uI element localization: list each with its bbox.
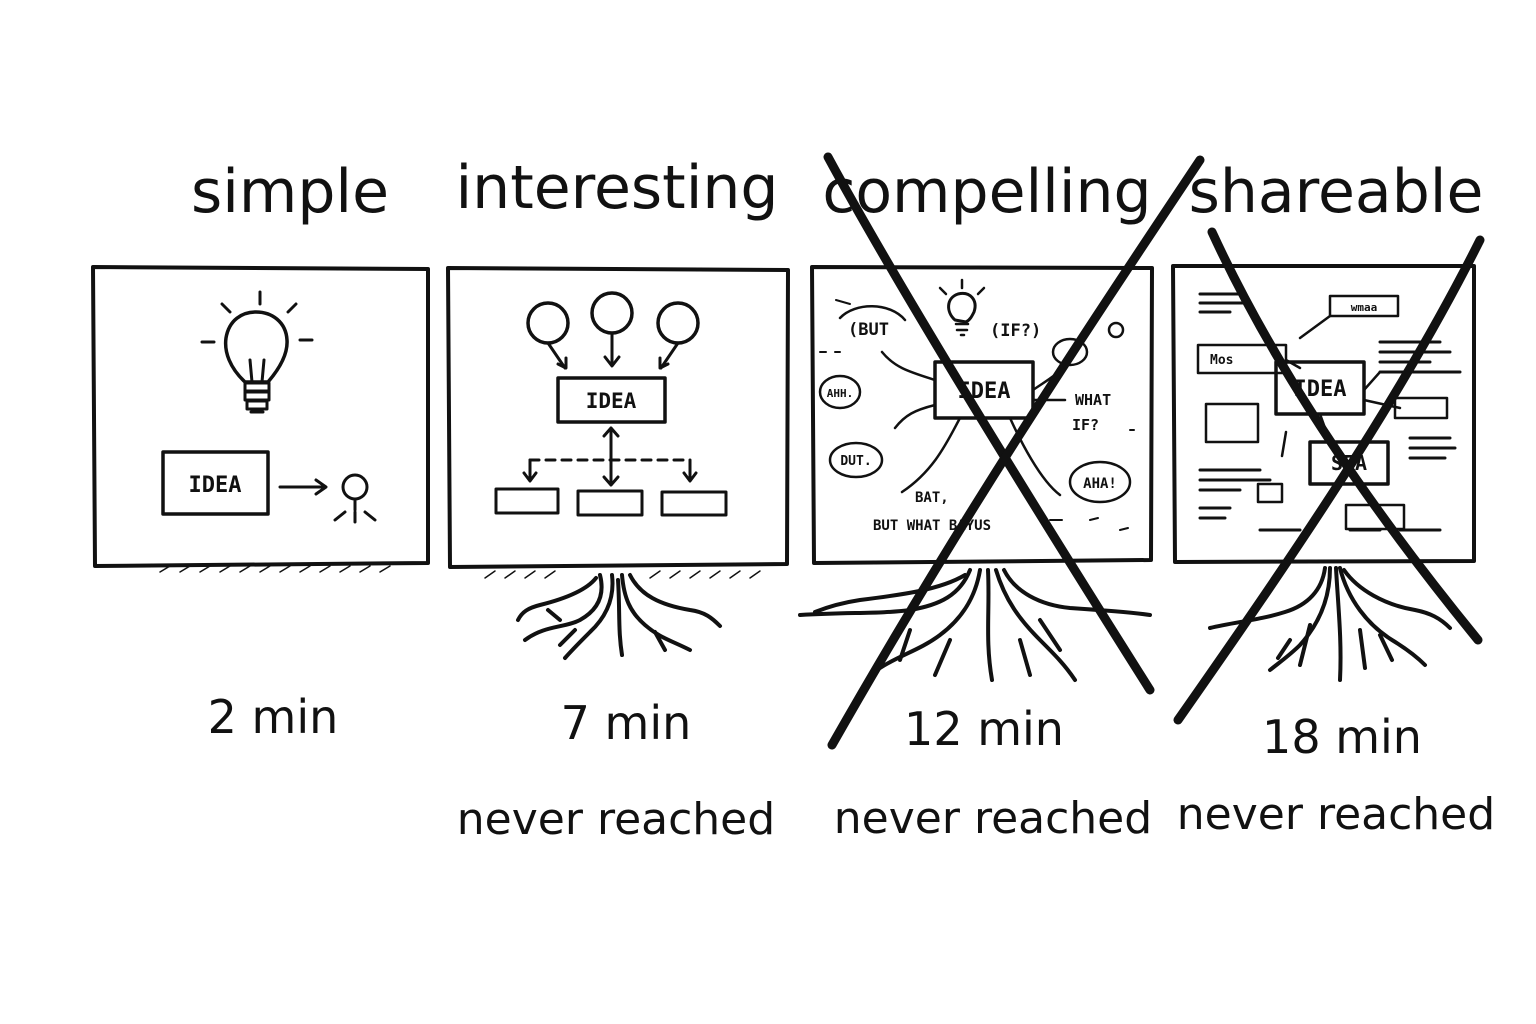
label-bat: BAT, <box>915 490 949 506</box>
roots-compelling <box>798 568 1152 682</box>
arrow-right-icon <box>278 478 328 496</box>
note-box <box>1256 482 1284 504</box>
input-circles <box>526 291 700 370</box>
panel-frame <box>810 265 1154 565</box>
child-box <box>494 487 560 515</box>
label-what: WHAT <box>1075 391 1111 409</box>
thought-bubbles: (BUT (IF?) AHH. DUT. AHA! WHAT IF? BAT, … <box>818 299 1135 534</box>
roots-shareable <box>1208 566 1452 682</box>
sub-box <box>1308 440 1390 486</box>
tag-label: wmaa <box>1351 301 1378 314</box>
idea-label: IDEA <box>586 389 637 413</box>
tag-label: Mos <box>1210 353 1233 368</box>
bubble-but: (BUT <box>848 320 889 340</box>
panel-frame <box>1171 264 1476 564</box>
panel-interesting: IDEA <box>446 266 790 579</box>
audience-icon <box>333 473 377 524</box>
panel-compelling: IDEA (BUT (IF?) AHH. DUT. AHA! WHAT IF? … <box>810 265 1154 565</box>
double-arrow-icon <box>602 426 620 487</box>
lightbulb-icon <box>938 278 986 337</box>
child-box <box>660 490 728 517</box>
child-box <box>576 489 644 517</box>
duration-shareable: 18 min <box>1262 710 1422 764</box>
note-compelling: never reached <box>834 793 1152 844</box>
idea-label: IDEA <box>189 473 242 498</box>
panel-frame <box>446 266 790 569</box>
tag-box <box>1328 294 1400 318</box>
label-if: IF? <box>1072 416 1099 434</box>
panel-shareable: IDEA SEA wmaa Mos <box>1171 264 1476 564</box>
bubble-dut: DUT. <box>840 454 871 469</box>
idea-box <box>556 376 667 424</box>
ground-hatch <box>484 570 761 579</box>
duration-compelling: 12 min <box>904 702 1064 756</box>
cross-out-compelling <box>823 152 1205 750</box>
stage-title-simple: simple <box>191 157 389 227</box>
cross-out-shareable <box>1173 227 1485 725</box>
label-but-what: BUT WHAT BAYUS <box>873 518 991 534</box>
roots-interesting <box>516 573 722 660</box>
panel-frame <box>91 265 430 568</box>
stage-title-shareable: shareable <box>1189 157 1484 227</box>
note-shareable: never reached <box>1177 789 1495 840</box>
bubble-if: (IF?) <box>990 321 1041 341</box>
panel-simple: IDEA <box>91 265 430 573</box>
stage-title-interesting: interesting <box>456 153 779 223</box>
note-box <box>1204 402 1260 444</box>
idea-box <box>161 450 270 516</box>
stage-title-compelling: compelling <box>822 157 1151 227</box>
ground-hatch <box>159 565 391 573</box>
duration-simple: 2 min <box>208 690 339 744</box>
bubble-ahh: AHH. <box>827 387 854 400</box>
note-box <box>1393 396 1449 420</box>
note-interesting: never reached <box>457 794 775 845</box>
duration-interesting: 7 min <box>561 696 692 750</box>
bubble-aha: AHA! <box>1083 476 1117 492</box>
lightbulb-icon <box>200 290 314 414</box>
